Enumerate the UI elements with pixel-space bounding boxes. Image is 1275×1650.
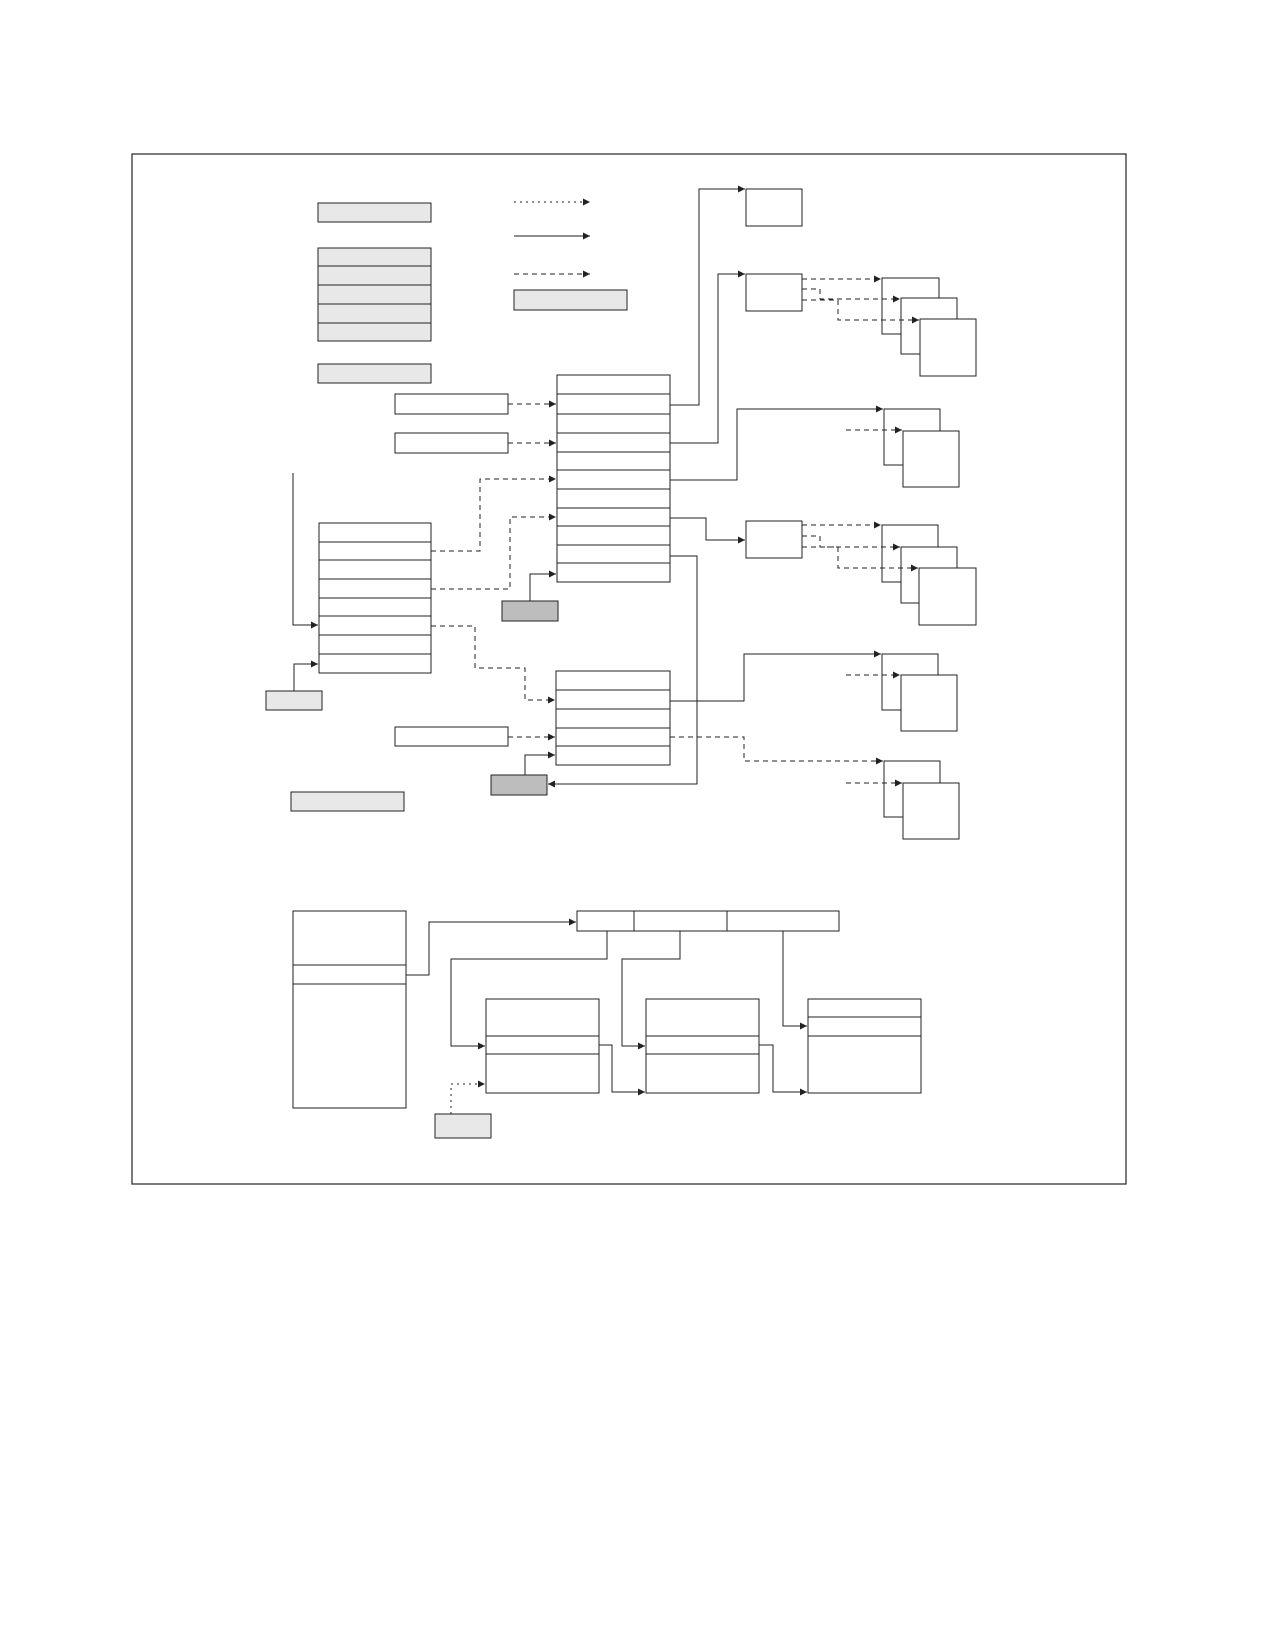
bottom-record-3 (807, 998, 922, 1094)
stacked-pair-b (883, 408, 960, 488)
left-light-box-arrow (293, 660, 318, 691)
bottom-light-box (434, 1113, 492, 1139)
bottom-segmented-bar (576, 910, 840, 932)
central-to-right-box-3 (670, 517, 745, 544)
bottom-record-1 (485, 998, 600, 1094)
diagram-frame (131, 153, 1127, 1185)
input-box-2 (394, 432, 509, 454)
input-box-1 (394, 393, 509, 415)
legend-stacked-record (317, 247, 432, 342)
stacked-pair-d (881, 653, 958, 732)
legend-light-box (317, 202, 432, 223)
left-to-lower-link (431, 625, 555, 704)
box2-dash-a2 (802, 288, 900, 303)
record-2-to-record-3 (759, 1044, 807, 1096)
bottom-left-light-box (290, 791, 405, 812)
left-to-central-link-2 (431, 513, 556, 590)
bar-to-record-2 (621, 931, 681, 1050)
right-box-3 (745, 520, 803, 559)
lower-table-gray-box (490, 774, 548, 796)
lower-to-pair-d (670, 650, 881, 702)
gray-box-to-lower-table (524, 751, 555, 775)
central-table-return-line (548, 555, 698, 788)
right-box-top (745, 188, 803, 227)
box3-dash-c3 (802, 546, 918, 572)
lower-to-pair-e (670, 736, 883, 765)
bottom-tall-box (292, 910, 407, 1109)
box2-dash-a3 (802, 299, 919, 324)
left-table-light-box (265, 690, 323, 711)
bottom-record-2 (645, 998, 760, 1094)
bottom-light-box-dotted (450, 1080, 485, 1114)
legend-light-box-3 (513, 289, 628, 311)
stacked-group-c (881, 524, 977, 626)
left-table-incoming-line (292, 473, 318, 629)
record-1-to-record-2 (599, 1044, 645, 1096)
bar-to-record-3 (782, 931, 807, 1030)
legend-light-box-2 (317, 363, 432, 384)
central-table-gray-box (501, 600, 559, 622)
tall-box-to-bar (406, 918, 576, 976)
stacked-group-a (881, 277, 977, 377)
gray-box-to-central-table (529, 570, 556, 601)
central-table (556, 374, 671, 583)
bar-to-record-1 (450, 931, 608, 1050)
central-to-right-box-top (670, 185, 745, 406)
right-box-2 (745, 273, 803, 312)
central-to-right-box-2 (670, 270, 745, 444)
input-box-3 (394, 726, 509, 747)
stacked-pair-e (883, 760, 960, 840)
central-to-pair-b (670, 405, 883, 481)
legend (317, 198, 628, 384)
left-table (318, 522, 432, 674)
left-to-central-link-1 (431, 475, 556, 552)
lower-table (555, 670, 671, 766)
box3-dash-c2 (802, 535, 900, 551)
